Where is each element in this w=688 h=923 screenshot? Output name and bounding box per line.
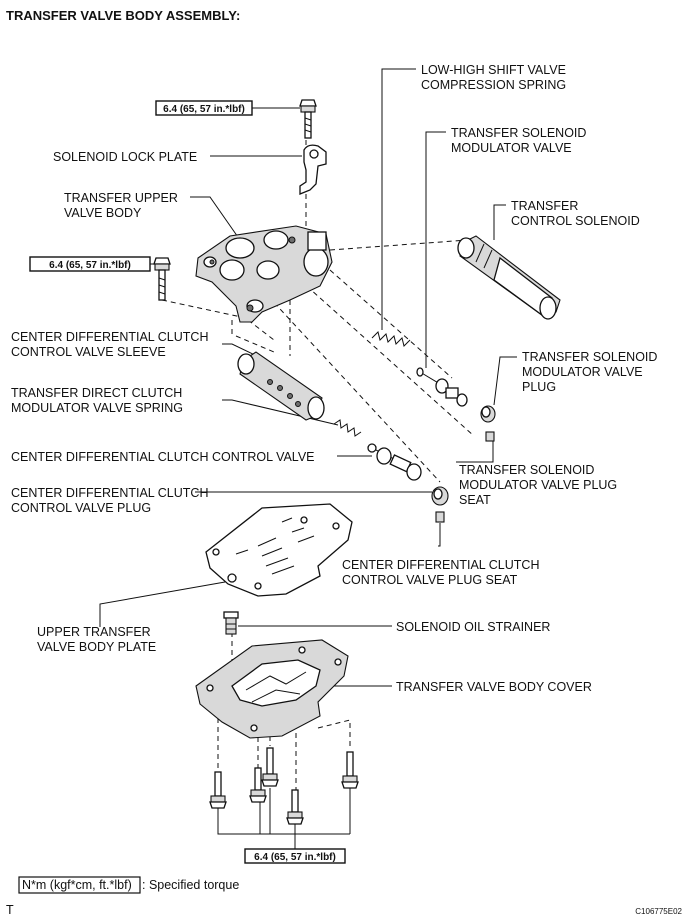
cdc-control-valve-plug-seat — [435, 511, 445, 523]
label-direct-clutch-spring: TRANSFER DIRECT CLUTCH MODULATOR VALVE S… — [11, 386, 186, 415]
modulator-valve-plug — [480, 405, 496, 423]
bolt-bottom-5 — [341, 751, 359, 789]
leader-lines — [99, 68, 517, 849]
cdc-control-valve-sleeve — [237, 351, 325, 421]
bolt-bottom-1 — [209, 771, 227, 809]
bolt-bottom-3 — [261, 747, 279, 787]
footer-left: T — [6, 903, 14, 917]
label-cdc-control-valve: CENTER DIFFERENTIAL CLUTCH CONTROL VALVE — [11, 450, 315, 464]
label-solenoid-modulator-valve: TRANSFER SOLENOID MODULATOR VALVE — [451, 126, 590, 155]
label-solenoid-lock-plate: SOLENOID LOCK PLATE — [53, 150, 197, 164]
diagram-title: TRANSFER VALVE BODY ASSEMBLY: — [6, 8, 240, 23]
torque-box-left: 6.4 (65, 57 in.*lbf) — [29, 256, 151, 272]
legend: N*m (kgf*cm, ft.*lbf) : Specified torque — [18, 876, 239, 894]
transfer-solenoid-modulator-valve — [416, 367, 468, 407]
label-oil-strainer: SOLENOID OIL STRAINER — [396, 620, 550, 634]
solenoid-oil-strainer — [223, 611, 239, 635]
upper-transfer-valve-body-plate — [205, 503, 353, 597]
transfer-control-solenoid — [457, 235, 561, 320]
torque-value-left: 6.4 (65, 57 in.*lbf) — [49, 260, 131, 271]
figure-code: C106775E02 — [635, 907, 682, 916]
label-upper-valve-body-plate: UPPER TRANSFER VALVE BODY PLATE — [37, 625, 156, 654]
torque-box-bottom: 6.4 (65, 57 in.*lbf) — [244, 848, 346, 864]
label-cdc-plug-seat: CENTER DIFFERENTIAL CLUTCH CONTROL VALVE… — [342, 558, 543, 587]
legend-text: : Specified torque — [142, 878, 239, 892]
solenoid-lock-plate — [299, 144, 327, 195]
direct-clutch-spring — [333, 419, 362, 437]
transfer-upper-valve-body — [195, 225, 333, 323]
label-cdc-control-valve-plug: CENTER DIFFERENTIAL CLUTCH CONTROL VALVE… — [11, 486, 212, 515]
label-modulator-plug-seat: TRANSFER SOLENOID MODULATOR VALVE PLUG S… — [459, 463, 621, 507]
labels: LOW-HIGH SHIFT VALVE COMPRESSION SPRING … — [11, 63, 661, 694]
label-modulator-valve-plug: TRANSFER SOLENOID MODULATOR VALVE PLUG — [522, 350, 661, 394]
bolt-bottom-2 — [249, 767, 267, 803]
cdc-control-valve-plug — [431, 486, 449, 506]
torque-value-top: 6.4 (65, 57 in.*lbf) — [163, 104, 245, 115]
bolt-bottom-4 — [286, 789, 304, 825]
bolt-left — [153, 257, 171, 301]
label-upper-valve-body: TRANSFER UPPER VALVE BODY — [64, 191, 181, 220]
label-cdc-control-valve-sleeve: CENTER DIFFERENTIAL CLUTCH CONTROL VALVE… — [11, 330, 212, 359]
label-low-high-spring: LOW-HIGH SHIFT VALVE COMPRESSION SPRING — [421, 63, 569, 92]
modulator-valve-plug-seat — [485, 431, 495, 442]
cdc-control-valve — [367, 443, 422, 481]
low-high-shift-valve-spring — [371, 331, 411, 347]
torque-value-bottom: 6.4 (65, 57 in.*lbf) — [254, 852, 336, 863]
bolt-top — [299, 99, 317, 139]
label-valve-body-cover: TRANSFER VALVE BODY COVER — [396, 680, 592, 694]
legend-torque-unit: N*m (kgf*cm, ft.*lbf) — [22, 878, 132, 892]
assembly-dashed-lines — [161, 140, 475, 790]
plate-slots — [235, 517, 315, 575]
label-control-solenoid: TRANSFER CONTROL SOLENOID — [511, 199, 640, 228]
transfer-valve-body-cover — [195, 639, 349, 739]
torque-box-top: 6.4 (65, 57 in.*lbf) — [155, 100, 253, 116]
